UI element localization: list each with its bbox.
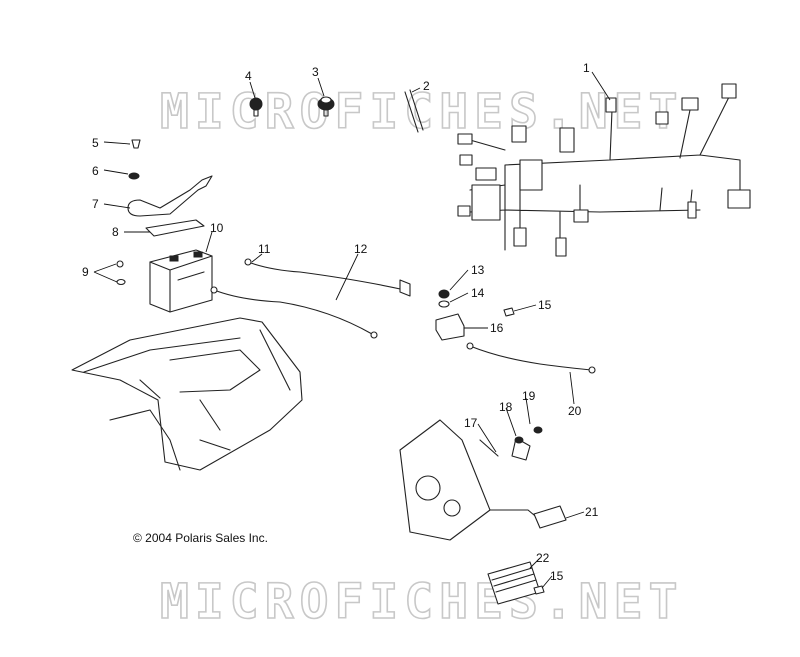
callout-12: 12 <box>354 242 368 256</box>
relay-parts <box>435 289 515 341</box>
hardware-9 <box>116 260 126 286</box>
callout-4: 4 <box>245 69 252 83</box>
callout-22: 22 <box>536 551 550 565</box>
callout-10: 10 <box>210 221 224 235</box>
callout-15: 15 <box>538 298 552 312</box>
electrical-plate <box>399 419 567 605</box>
callout-14: 14 <box>471 286 485 300</box>
vehicle-frame <box>71 317 303 471</box>
callout-8: 8 <box>112 225 119 239</box>
callout-19: 19 <box>522 389 536 403</box>
callout-16: 16 <box>490 321 504 335</box>
watermark-top: MICROFICHES.NET <box>160 84 683 140</box>
callout-3: 3 <box>312 65 319 79</box>
wiring-harness <box>457 83 751 257</box>
callout-2: 2 <box>423 79 430 93</box>
callout-labels: 1 2 3 4 5 6 7 8 9 10 11 12 13 14 15 16 1… <box>82 61 599 583</box>
cables-11-12 <box>210 258 411 339</box>
callout-5: 5 <box>92 136 99 150</box>
copyright-notice: © 2004 Polaris Sales Inc. <box>133 531 268 545</box>
callout-18: 18 <box>499 400 513 414</box>
callout-9: 9 <box>82 265 89 279</box>
battery <box>149 249 213 313</box>
callout-21: 21 <box>585 505 599 519</box>
callout-11: 11 <box>258 242 271 256</box>
callout-6: 6 <box>92 164 99 178</box>
callout-20: 20 <box>568 404 582 418</box>
callout-7: 7 <box>92 197 99 211</box>
callout-15b: 15 <box>550 569 564 583</box>
watermark-bottom: MICROFICHES.NET <box>160 574 683 630</box>
leader-lines <box>93 71 611 589</box>
rod-part <box>404 89 424 133</box>
callout-17: 17 <box>464 416 478 430</box>
cable-20 <box>466 342 596 374</box>
grommet-4 <box>249 97 263 117</box>
grommet-3 <box>317 96 335 117</box>
bracket-parts <box>127 139 213 237</box>
callout-13: 13 <box>471 263 485 277</box>
callout-1: 1 <box>583 61 590 75</box>
